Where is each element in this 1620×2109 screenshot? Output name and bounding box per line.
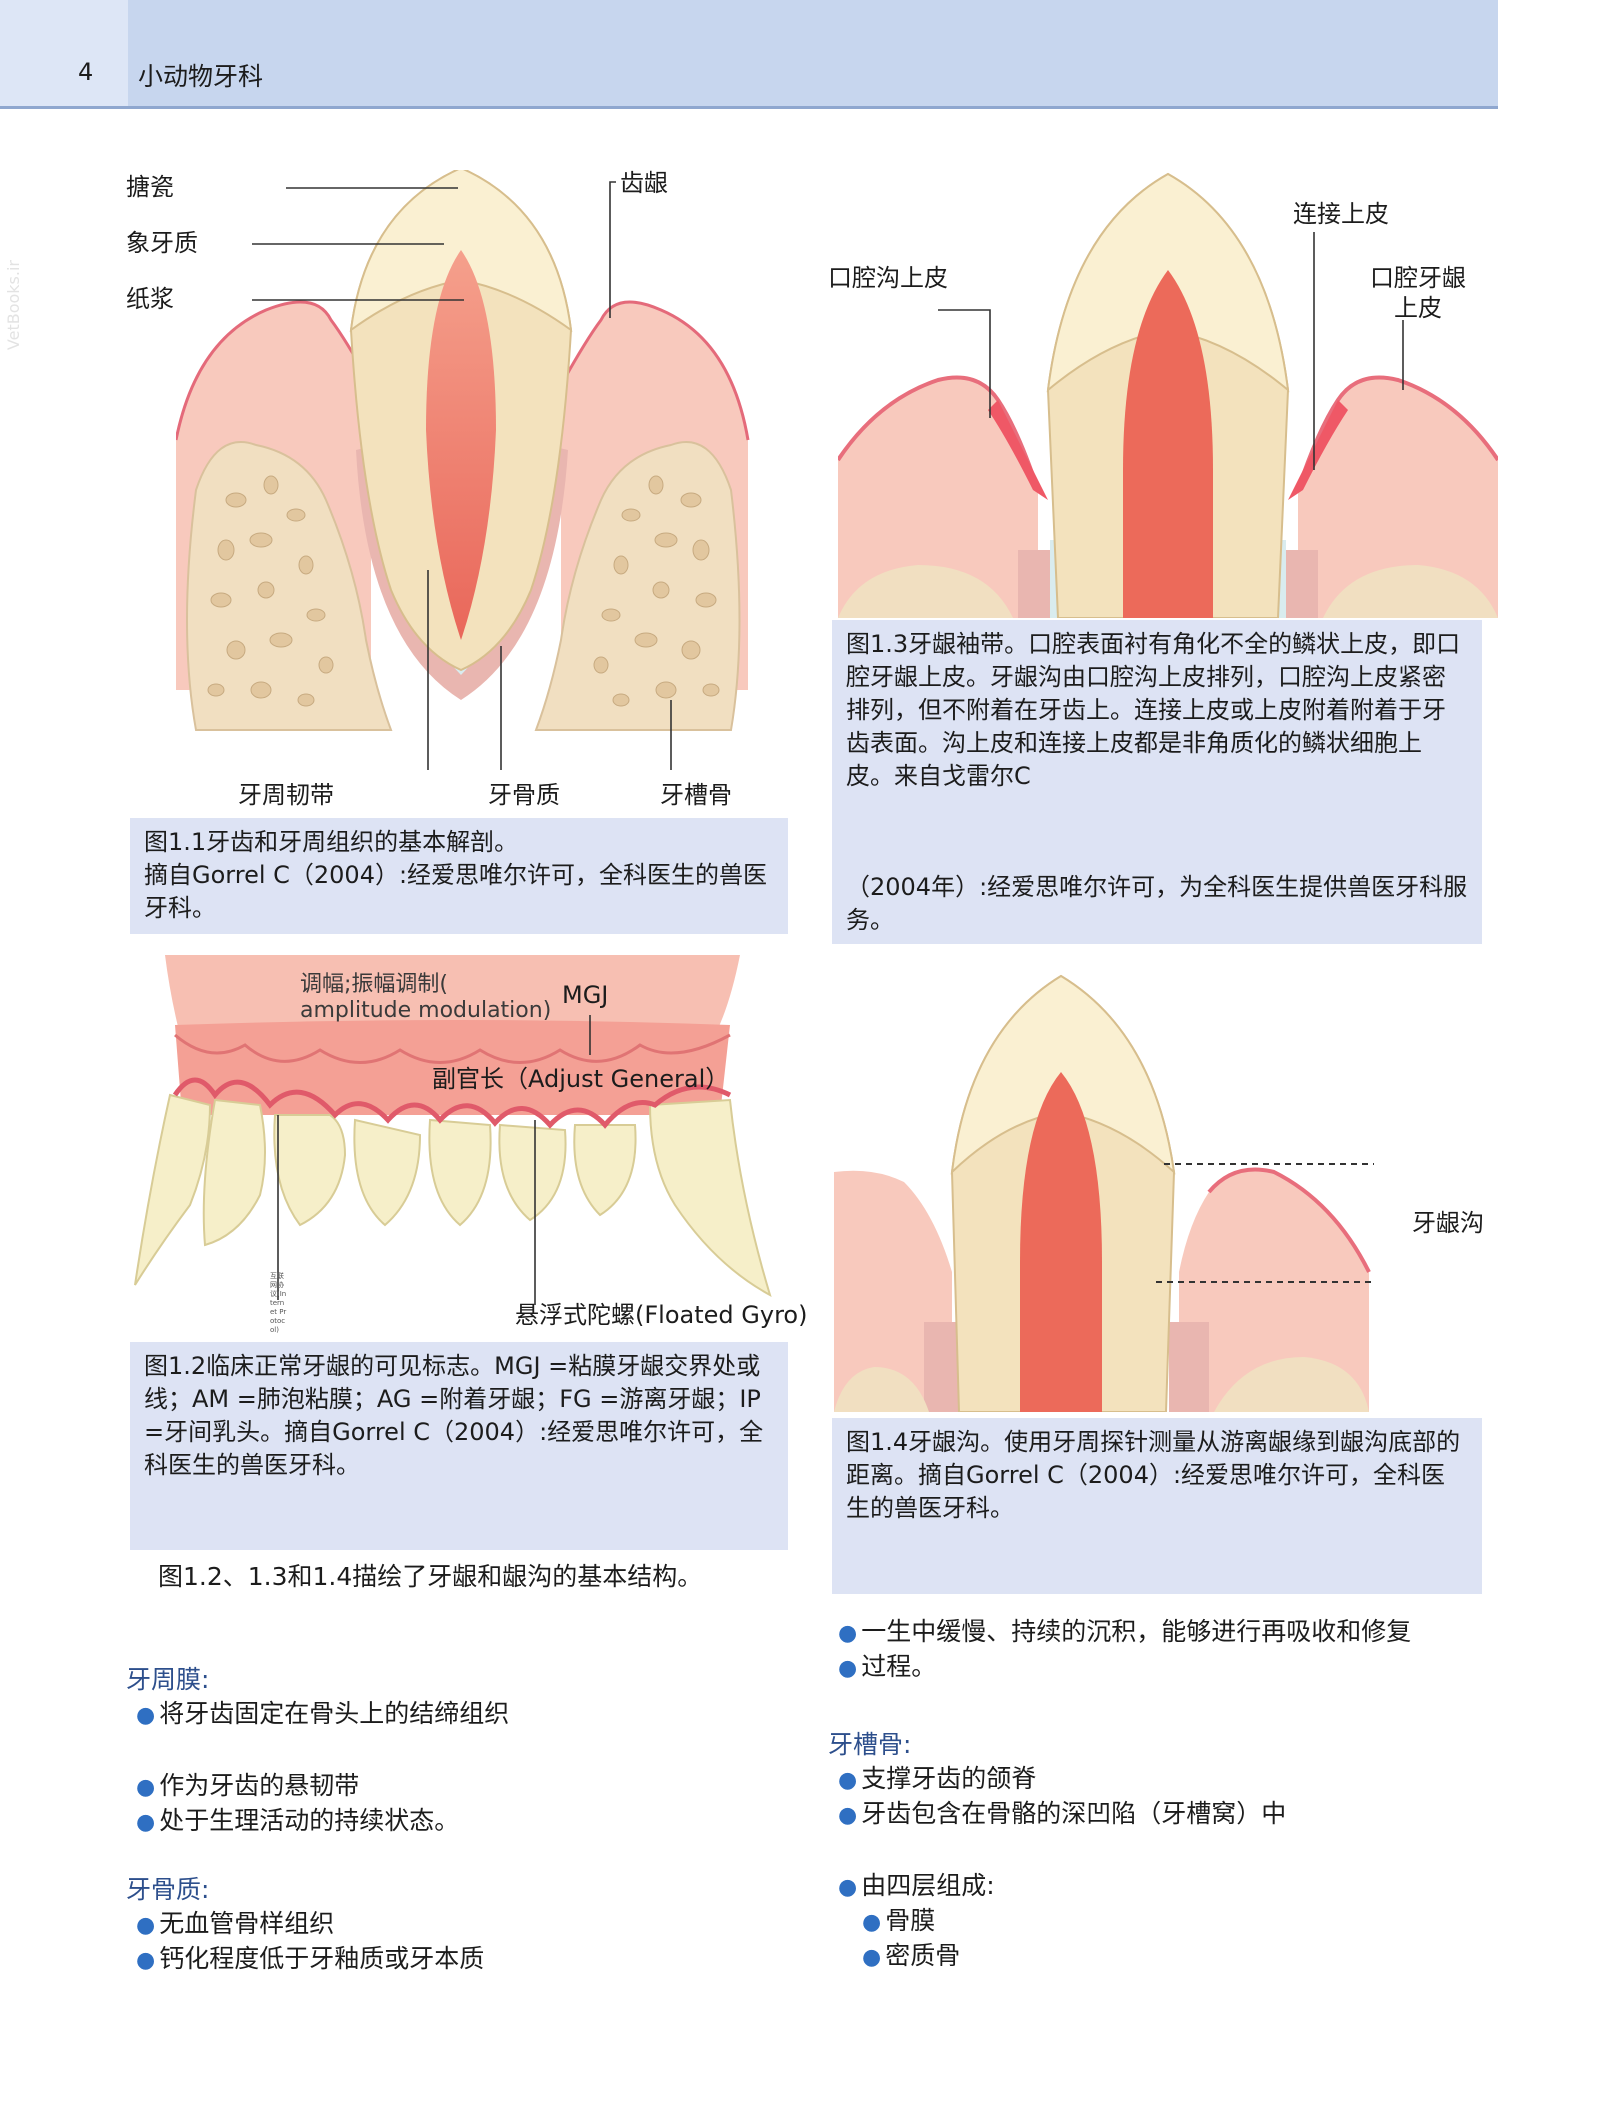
header-tab	[0, 0, 128, 106]
fig1-2-illustration	[134, 955, 772, 1305]
bullet-icon: ●	[862, 1945, 882, 1970]
label-pulp: 纸浆	[126, 285, 174, 313]
bullet-icon: ●	[136, 1775, 156, 1800]
bullet-icon: ●	[838, 1875, 858, 1900]
fig1-1-illustration	[176, 170, 750, 770]
label-fg: 悬浮式陀螺(Floated Gyro)	[515, 1301, 808, 1329]
fig1-1-caption: 图1.1牙齿和牙周组织的基本解剖。 摘自Gorrel C（2004）:经爱思唯尔…	[130, 818, 788, 934]
bullet-icon: ●	[862, 1910, 882, 1935]
fig1-3-caption: 图1.3牙龈袖带。口腔表面衬有角化不全的鳞状上皮，即口腔牙龈上皮。牙龈沟由口腔沟…	[832, 620, 1482, 944]
label-sulcular-epithelium: 口腔沟上皮	[828, 264, 948, 292]
label-ip: 互联网协议(Internet Protocol)	[270, 1272, 287, 1334]
bone-heading: 牙槽骨:	[828, 1730, 912, 1759]
layers-item-2: ●密质骨	[862, 1941, 961, 1970]
cementum-heading: 牙骨质:	[126, 1875, 210, 1904]
label-mgj: MGJ	[562, 981, 609, 1009]
bullet-icon: ●	[838, 1803, 858, 1828]
right-item-2: ●过程。	[838, 1652, 937, 1681]
page-number: 4	[78, 58, 94, 86]
bullet-icon: ●	[838, 1768, 858, 1793]
pdl-heading: 牙周膜:	[126, 1665, 210, 1694]
right-item-1: ●一生中缓慢、持续的沉积，能够进行再吸收和修复	[838, 1617, 1412, 1646]
running-title: 小动物牙科	[138, 62, 264, 91]
label-cementum: 牙骨质	[488, 781, 560, 809]
label-gingiva: 齿龈	[620, 169, 668, 197]
label-gingival-sulcus: 牙龈沟	[1412, 1209, 1484, 1237]
pdl-item-3: ●处于生理活动的持续状态。	[136, 1806, 460, 1835]
bullet-icon: ●	[136, 1913, 156, 1938]
bullet-icon: ●	[136, 1948, 156, 1973]
pdl-item-2: ●作为牙齿的悬韧带	[136, 1771, 360, 1800]
watermark: VetBooks.ir	[4, 260, 23, 351]
cementum-item-1: ●无血管骨样组织	[136, 1909, 335, 1938]
label-oral-gingival-epithelium: 口腔牙龈 上皮	[1370, 264, 1466, 322]
bullet-icon: ●	[838, 1656, 858, 1681]
bone-item-2: ●牙齿包含在骨骼的深凹陷（牙槽窝）中	[838, 1799, 1287, 1828]
fig1-4-illustration	[834, 974, 1374, 1412]
label-ag: 副官长（Adjust General）	[432, 1065, 730, 1093]
label-am: 调幅;振幅调制( amplitude modulation)	[300, 972, 552, 1023]
bullet-icon: ●	[136, 1810, 156, 1835]
layers-lead: ●由四层组成:	[838, 1871, 995, 1900]
page-header	[0, 0, 1498, 109]
pdl-item-1: ●将牙齿固定在骨头上的结缔组织	[136, 1699, 510, 1728]
intro-text: 图1.2、1.3和1.4描绘了牙龈和龈沟的基本结构。	[158, 1562, 703, 1591]
fig1-3-illustration	[838, 172, 1498, 618]
bone-item-1: ●支撑牙齿的颌脊	[838, 1764, 1037, 1793]
bullet-icon: ●	[838, 1621, 858, 1646]
layers-item-1: ●骨膜	[862, 1906, 936, 1935]
cementum-item-2: ●钙化程度低于牙釉质或牙本质	[136, 1944, 485, 1973]
label-alveolar-bone: 牙槽骨	[660, 781, 732, 809]
label-pdl: 牙周韧带	[238, 781, 334, 809]
label-junctional-epithelium: 连接上皮	[1293, 200, 1389, 228]
label-dentin: 象牙质	[126, 229, 198, 257]
fig1-2-caption: 图1.2临床正常牙龈的可见标志。MGJ =粘膜牙龈交界处或线；AM =肺泡粘膜；…	[130, 1342, 788, 1550]
fig1-3-caption-part1: 图1.3牙龈袖带。口腔表面衬有角化不全的鳞状上皮，即口腔牙龈上皮。牙龈沟由口腔沟…	[846, 630, 1461, 790]
label-enamel: 搪瓷	[126, 173, 174, 201]
fig1-3-caption-part2: （2004年）:经爱思唯尔许可，为全科医生提供兽医牙科服务。	[846, 873, 1468, 934]
fig1-4-caption: 图1.4牙龈沟。使用牙周探针测量从游离龈缘到龈沟底部的距离。摘自Gorrel C…	[832, 1418, 1482, 1594]
bullet-icon: ●	[136, 1703, 156, 1728]
